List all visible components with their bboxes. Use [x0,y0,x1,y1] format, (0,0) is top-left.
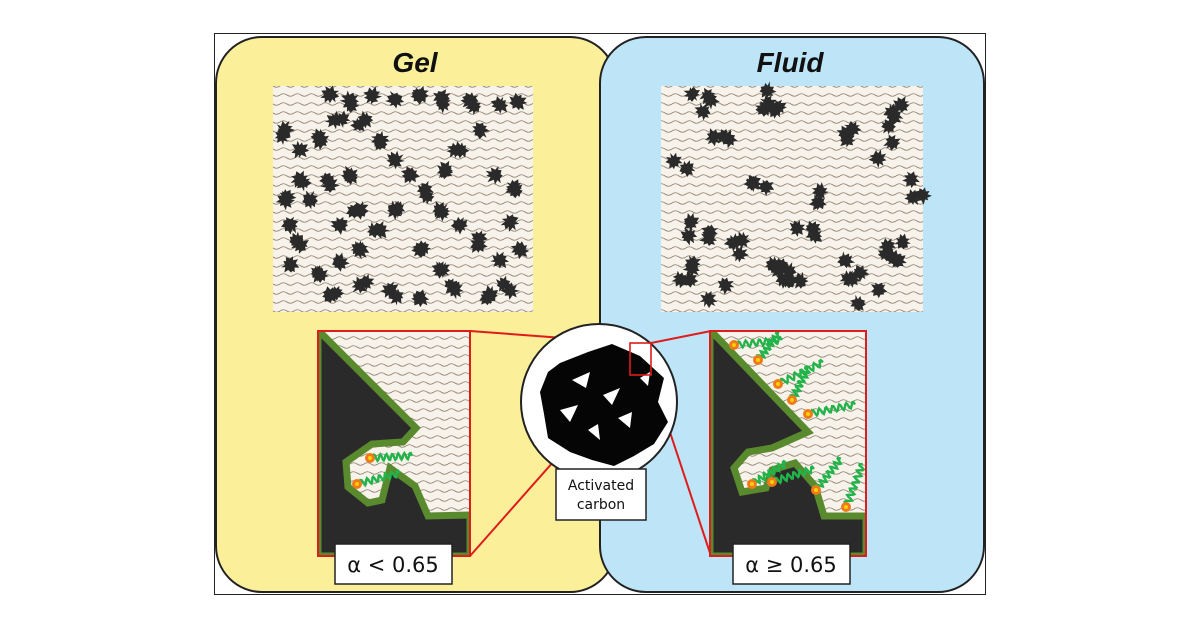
gel-title: Gel [392,47,438,78]
fluid-pore-zoom [710,331,866,556]
fluid-particle-clusters [665,81,932,312]
gel-condition-box [334,543,453,585]
carbon-label-box [555,468,647,521]
fluid-condition-box [732,543,851,585]
carbon-label-line2: carbon [577,497,625,513]
carbon-zoom-square [629,342,652,376]
fluid-condition: α ≥ 0.65 [745,553,837,577]
figure-frame [214,33,986,595]
gel-condition: α < 0.65 [347,553,439,577]
gel-particle-network [274,85,530,308]
fluid-title: Fluid [757,47,825,78]
gel-pore-zoom [318,331,470,556]
carbon-label-line1: Activated [568,478,634,494]
